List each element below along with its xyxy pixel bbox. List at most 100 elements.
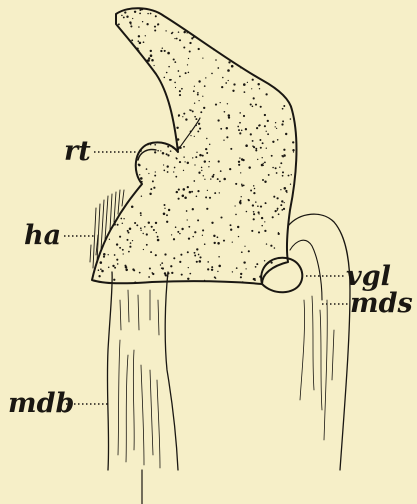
stipple-dot <box>218 256 220 258</box>
stipple-dot <box>156 232 157 233</box>
stipple-dot <box>165 30 166 31</box>
stipple-dot <box>241 185 243 187</box>
label-mds: mds <box>350 288 413 319</box>
stipple-dot <box>160 264 161 265</box>
stipple-dot <box>167 165 169 167</box>
stipple-dot <box>183 31 185 33</box>
stipple-dot <box>142 21 143 22</box>
stipple-dot <box>205 148 207 150</box>
stipple-dot <box>123 253 124 254</box>
mds-muscle <box>288 214 350 470</box>
stipple-dot <box>213 49 215 51</box>
stipple-dot <box>256 127 258 129</box>
stipple-dot <box>168 209 170 211</box>
stipple-dot <box>247 82 248 83</box>
stipple-dot <box>190 131 192 133</box>
stipple-dot <box>259 275 261 277</box>
stipple-dot <box>101 270 104 273</box>
stipple-dot <box>292 149 294 151</box>
stipple-dot <box>108 254 109 255</box>
stipple-dot <box>258 125 260 127</box>
stipple-dot <box>253 213 255 215</box>
stipple-dot <box>267 133 269 135</box>
stipple-dot <box>204 160 206 162</box>
stipple-dot <box>194 116 196 118</box>
stipple-dot <box>173 171 174 172</box>
stipple-dot <box>261 164 264 167</box>
stipple-dot <box>217 271 218 272</box>
stipple-dot <box>204 280 205 281</box>
stipple-dot <box>179 161 181 163</box>
stipple-dot <box>285 190 287 192</box>
stipple-dot <box>237 226 239 228</box>
stipple-dot <box>161 262 163 264</box>
stipple-dot <box>264 230 266 232</box>
stipple-dot <box>189 50 191 52</box>
stipple-dot <box>220 128 222 130</box>
stipple-dot <box>160 150 161 151</box>
stipple-dot <box>205 77 206 78</box>
stipple-dot <box>252 79 254 81</box>
stipple-dot <box>175 87 176 88</box>
stipple-dot <box>153 229 155 231</box>
stipple-dot <box>170 265 172 267</box>
stipple-dot <box>139 42 142 45</box>
stipple-dot <box>255 148 257 150</box>
stipple-dot <box>170 79 172 81</box>
stipple-dot <box>230 224 232 226</box>
stipple-dot <box>147 13 148 14</box>
stipple-dot <box>291 174 292 175</box>
stipple-dot <box>171 32 173 34</box>
stipple-dot <box>180 147 182 149</box>
stipple-dot <box>150 144 151 145</box>
stipple-dot <box>239 132 241 134</box>
stipple-dot <box>223 178 226 181</box>
stipple-dot <box>178 31 180 33</box>
stipple-dot <box>167 171 169 173</box>
stipple-dot <box>262 157 263 158</box>
label-rt: rt <box>64 136 91 167</box>
stipple-dot <box>194 136 195 137</box>
stipple-dot <box>265 93 267 95</box>
stipple-dot <box>221 86 223 88</box>
stipple-dot <box>207 268 209 270</box>
stipple-dot <box>261 225 263 227</box>
stipple-dot <box>211 222 213 224</box>
stipple-dot <box>244 246 245 247</box>
stipple-dot <box>230 148 232 150</box>
stipple-dot <box>270 261 272 263</box>
stipple-dot <box>285 133 287 135</box>
stipple-dot <box>154 144 156 146</box>
stipple-dot <box>228 61 230 63</box>
stipple-dot <box>245 268 246 269</box>
stipple-dot <box>253 211 255 213</box>
stipple-dot <box>143 233 144 234</box>
stipple-dot <box>253 146 255 148</box>
stipple-dot <box>146 23 148 25</box>
stipple-dot <box>179 94 181 96</box>
stipple-dot <box>146 233 148 235</box>
stipple-dot <box>217 236 219 238</box>
stipple-dot <box>187 186 189 188</box>
stipple-dot <box>196 248 198 250</box>
stipple-dot <box>148 276 150 278</box>
stipple-dot <box>259 139 261 141</box>
stipple-dot <box>191 191 193 193</box>
stipple-dot <box>162 152 165 155</box>
stipple-dot <box>202 155 204 157</box>
stipple-dot <box>223 240 225 242</box>
stipple-dot <box>139 178 140 179</box>
stipple-dot <box>189 191 192 194</box>
stipple-dot <box>264 260 265 261</box>
stipple-dot <box>194 255 196 257</box>
stipple-dot <box>146 168 148 170</box>
stipple-dot <box>260 147 262 149</box>
stipple-dot <box>179 90 181 92</box>
stipple-dot <box>209 161 210 162</box>
stipple-dot <box>213 174 215 176</box>
stipple-dot <box>261 217 263 219</box>
stipple-dot <box>240 273 242 275</box>
stipple-dot <box>199 256 201 258</box>
stipple-dot <box>114 223 116 225</box>
